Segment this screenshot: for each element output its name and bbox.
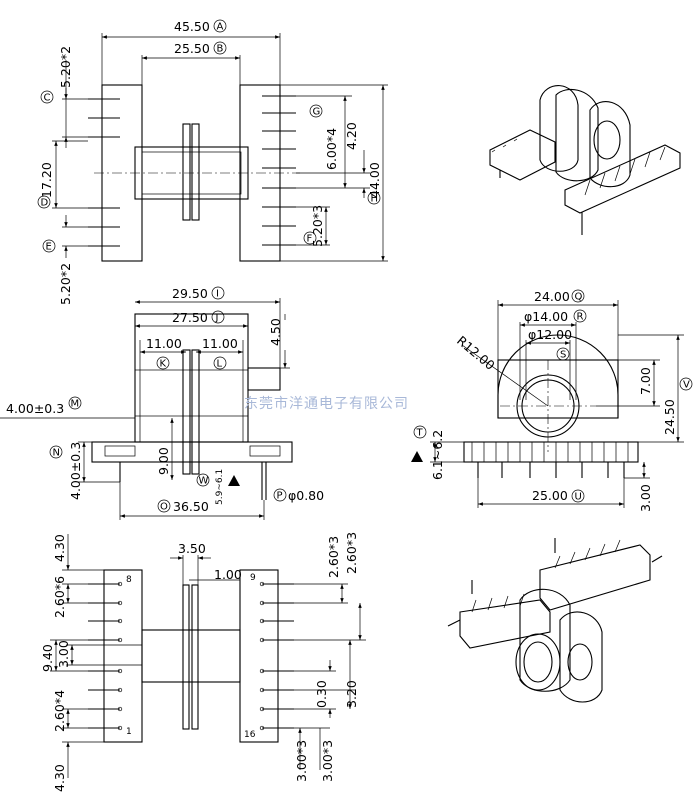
dim-r320-value: 3.20 [344, 680, 359, 708]
front-view: 29.50 I 27.50 J 11.00 K 11.00 L 4.50 4.0… [0, 286, 324, 520]
pin-label-9: 9 [250, 573, 256, 583]
dim-l940-value: 9.40 [40, 644, 55, 672]
tag-c: C [44, 93, 51, 104]
dim-l300-value: 3.00 [56, 640, 71, 668]
pin-label-8: 8 [126, 575, 132, 585]
dim-u-value: 25.00 [532, 488, 568, 503]
bottom-view: 8 9 1 16 4.30 3.50 1.00 2.60*3 2.60*3 2.… [40, 532, 366, 792]
tag-g: G [313, 107, 321, 118]
dim-o-value: 36.50 [173, 499, 209, 514]
bottom-left-pins [88, 583, 120, 729]
flange-left [182, 123, 191, 221]
dim-r260b-value: 2.60*3 [344, 532, 359, 574]
tag-d: D [41, 198, 49, 209]
dim-l260-6-value: 2.60*6 [52, 576, 67, 618]
dim-k-value: 11.00 [146, 336, 182, 351]
tag-s: S [560, 350, 566, 361]
dim-j-value: 27.50 [172, 310, 208, 325]
tag-p: P [277, 491, 283, 502]
tag-r: R [577, 312, 584, 323]
tag-u: U [575, 492, 582, 503]
dim-b430-value: 4.30 [52, 764, 67, 792]
tag-o: O [160, 502, 168, 513]
dim-d-value: 17.20 [39, 162, 54, 198]
tag-t: T [416, 428, 424, 439]
dim-s350-value: 3.50 [178, 541, 206, 556]
dim-t43-value: 4.30 [52, 534, 67, 562]
bottom-pin-dots [117, 581, 265, 731]
dim-r030-value: 0.30 [314, 680, 329, 708]
tag-l: L [217, 359, 223, 370]
right-pins [262, 95, 296, 246]
tag-w: W [199, 476, 209, 487]
dim-w2-value: 5.9~6.1 [215, 469, 225, 505]
dim-m-value: 4.00±0.3 [6, 401, 64, 416]
front-base [91, 441, 293, 463]
dim-r-value: φ14.00 [524, 309, 568, 324]
tag-v: V [683, 380, 690, 391]
dim-v3-value: 3.00 [638, 484, 653, 512]
tag-f: F [307, 234, 313, 245]
dim-g-value: 6.00*4 [324, 128, 339, 170]
bottom-left-plate [103, 569, 143, 743]
dim-n-value: 4.00±0.3 [68, 442, 83, 500]
dim-s-value: φ12.00 [528, 327, 572, 342]
dim-top-value: 4.50 [268, 318, 283, 346]
bottom-right-plate [239, 569, 279, 743]
dim-t-value: 6.1~6.2 [430, 430, 445, 480]
dim-g2-value: 4.20 [344, 122, 359, 150]
tag-i: I [216, 289, 219, 300]
company-watermark: 东莞市洋通电子有限公司 [244, 395, 409, 412]
dim-r260a-value: 2.60*3 [326, 536, 341, 578]
dim-c-value: 5.20*2 [58, 46, 73, 88]
tag-b: B [217, 44, 224, 55]
dim-v-value: 24.50 [662, 399, 677, 435]
dim-e-value: 5.20*2 [58, 263, 73, 305]
isometric-view-bottom [447, 538, 663, 703]
tag-h: H [371, 194, 379, 205]
dim-q-value: 24.00 [534, 289, 570, 304]
dim-p-value: φ0.80 [288, 488, 324, 503]
dim-v7-value: 7.00 [638, 367, 653, 395]
dim-a-value: 45.50 [174, 19, 210, 34]
tag-a: A [217, 22, 224, 33]
dim-s100-value: 1.00 [214, 567, 242, 582]
tag-e: E [46, 242, 52, 253]
dim-f-value: 5.20*3 [310, 205, 325, 247]
dim-h-value: 44.00 [367, 162, 382, 198]
dim-w-value: 9.00 [156, 447, 171, 475]
tag-m: M [71, 399, 80, 410]
dim-b300b-value: 3.00*3 [320, 740, 335, 782]
pin-label-1: 1 [126, 727, 132, 737]
top-view: 45.50 A 25.50 B 5.20*2 C 17.20 D E 5.20*… [37, 19, 388, 305]
isometric-view-top [489, 85, 681, 235]
dim-l-value: 11.00 [202, 336, 238, 351]
dim-b300a-value: 3.00*3 [294, 740, 309, 782]
side-view: 24.00 Q φ14.00 R φ12.00 S R12.00 7.00 24… [411, 289, 693, 512]
tag-q: Q [575, 292, 583, 303]
side-base [463, 441, 639, 463]
tag-k: K [160, 359, 167, 370]
dim-b-value: 25.50 [174, 41, 210, 56]
dim-l260-4-value: 2.60*4 [52, 690, 67, 732]
dim-i-value: 29.50 [172, 286, 208, 301]
tag-n: N [53, 448, 60, 459]
bottom-right-pins [262, 583, 294, 729]
tag-j: J [215, 313, 219, 324]
dim-radius-value: R12.00 [454, 333, 498, 373]
flange-right [191, 123, 200, 221]
pin-label-16: 16 [244, 730, 256, 740]
left-pins [88, 98, 120, 247]
